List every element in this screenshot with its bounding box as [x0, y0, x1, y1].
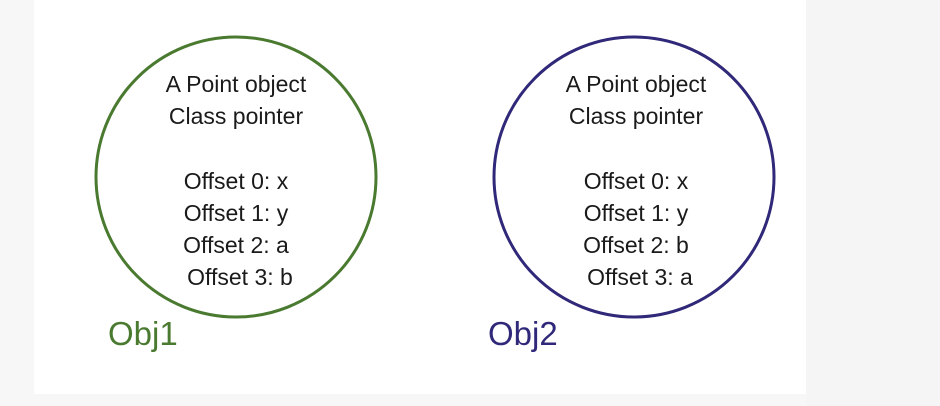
field-offset-1: Offset 1: y [183, 200, 289, 226]
field-offset-2: Offset 2: b [583, 232, 689, 258]
bottom-margin [34, 394, 806, 406]
object-caption-obj1: Obj1 [108, 315, 178, 352]
field-offset-1: Offset 1: y [583, 200, 689, 226]
right-margin [806, 0, 940, 406]
class-pointer-label: Class pointer [568, 103, 704, 129]
field-offset-3: Offset 3: a [587, 264, 693, 290]
object-circle-obj1 [94, 35, 378, 319]
object-diagram-obj2: A Point object Class pointer Offset 0: x… [486, 0, 786, 406]
object-diagram-obj1: A Point object Class pointer Offset 0: x… [86, 0, 386, 406]
object-heading: A Point object [165, 71, 307, 97]
object-heading: A Point object [565, 71, 707, 97]
object-circle-obj2 [492, 35, 776, 319]
class-pointer-label: Class pointer [168, 103, 304, 129]
field-offset-0: Offset 0: x [183, 168, 289, 194]
field-offset-0: Offset 0: x [583, 168, 689, 194]
left-margin [0, 0, 34, 406]
field-offset-3: Offset 3: b [187, 264, 293, 290]
field-offset-2: Offset 2: a [183, 232, 289, 258]
object-caption-obj2: Obj2 [488, 315, 558, 352]
